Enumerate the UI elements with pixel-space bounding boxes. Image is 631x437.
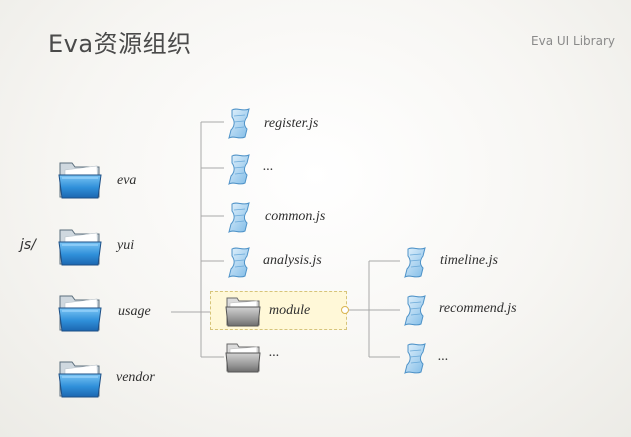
brand-label: Eva UI Library	[531, 34, 615, 48]
module-connector-knob	[341, 306, 349, 314]
script-file-icon	[404, 343, 426, 374]
script-file-icon	[228, 247, 250, 278]
slide-title: Eva资源组织	[48, 30, 192, 58]
file-label: timeline.js	[440, 253, 498, 268]
blue-folder-icon	[58, 361, 102, 398]
folder-label: ...	[269, 345, 280, 360]
blue-folder-icon	[58, 162, 102, 199]
folder-label: usage	[118, 304, 151, 319]
file-label: common.js	[265, 209, 326, 224]
script-file-icon	[228, 154, 250, 185]
file-label: analysis.js	[263, 253, 322, 268]
blue-folder-icon	[58, 295, 102, 332]
folder-label: eva	[117, 173, 137, 188]
folder-label: module	[269, 303, 311, 318]
blue-folder-icon	[58, 229, 102, 266]
file-label: ...	[438, 349, 449, 364]
folder-label: yui	[117, 238, 135, 253]
file-label: recommend.js	[439, 301, 517, 316]
folder-label: vendor	[116, 370, 155, 385]
script-file-icon	[404, 295, 426, 326]
root-path-label: js/	[20, 237, 36, 253]
gray-folder-icon	[225, 297, 261, 327]
script-file-icon	[228, 202, 250, 233]
script-file-icon	[228, 108, 250, 139]
file-label: register.js	[264, 116, 319, 131]
script-file-icon	[404, 247, 426, 278]
gray-folder-icon	[225, 343, 261, 373]
file-label: ...	[263, 159, 274, 174]
